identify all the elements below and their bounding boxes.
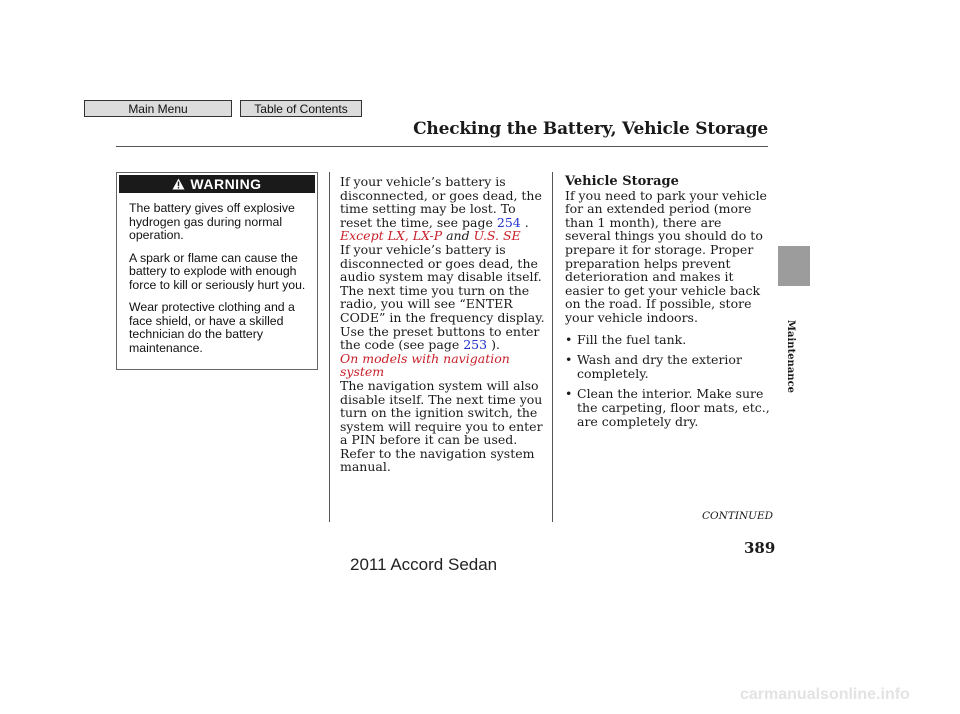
main-menu-button[interactable]: Main Menu: [84, 100, 232, 117]
vehicle-storage-heading: Vehicle Storage: [565, 174, 679, 189]
middle-column: If your vehicle’s battery is disconnecte…: [340, 175, 550, 474]
page-link-254[interactable]: 254: [496, 214, 521, 230]
warning-triangle-icon: [172, 178, 185, 190]
footer-model: 2011 Accord Sedan: [350, 555, 498, 574]
warning-label: WARNING: [190, 176, 262, 192]
navigation-paragraph: The navigation system will also disable …: [340, 377, 543, 475]
clock-reset-paragraph: If your vehicle’s battery is disconnecte…: [340, 174, 542, 230]
storage-checklist: •Fill the fuel tank. •Wash and dry the e…: [565, 331, 770, 429]
warning-paragraph: The battery gives off explosive hydrogen…: [129, 201, 295, 242]
table-of-contents-button[interactable]: Table of Contents: [240, 100, 362, 117]
watermark: carmanualsonline.info: [740, 686, 910, 703]
list-item: •Clean the interior. Make sure the carpe…: [565, 386, 770, 429]
title-divider: [116, 146, 768, 147]
section-tab: [778, 246, 810, 286]
qualifier-us-se: U.S. SE: [473, 228, 521, 244]
warning-body: The battery gives off explosive hydrogen…: [117, 195, 317, 355]
navigation-qualifier: On models with navigation system: [340, 350, 510, 380]
list-item: •Wash and dry the exterior completely.: [565, 352, 742, 381]
column-divider: [552, 172, 553, 522]
audio-code-paragraph: If your vehicle’s battery is disconnecte…: [340, 241, 545, 353]
page-number: 389: [744, 539, 776, 557]
qualifier-except: Except LX, LX-P: [340, 228, 443, 244]
page-link-253[interactable]: 253: [463, 337, 488, 353]
column-divider: [329, 172, 330, 522]
continued-label: CONTINUED: [702, 510, 774, 522]
list-item: •Fill the fuel tank.: [565, 331, 687, 347]
warning-paragraph: A spark or flame can cause the battery t…: [129, 250, 306, 292]
warning-header: WARNING: [119, 175, 315, 193]
model-qualifier: Except LX, LX-P and U.S. SE: [340, 228, 521, 244]
storage-intro: If you need to park your vehicle for an …: [565, 187, 767, 325]
warning-paragraph: Wear protective clothing and a face shie…: [129, 300, 295, 355]
right-column: Vehicle Storage If you need to park your…: [565, 175, 770, 435]
page-title: Checking the Battery, Vehicle Storage: [413, 119, 768, 139]
section-label: Maintenance: [785, 319, 797, 393]
warning-box: WARNING The battery gives off explosive …: [116, 172, 318, 370]
